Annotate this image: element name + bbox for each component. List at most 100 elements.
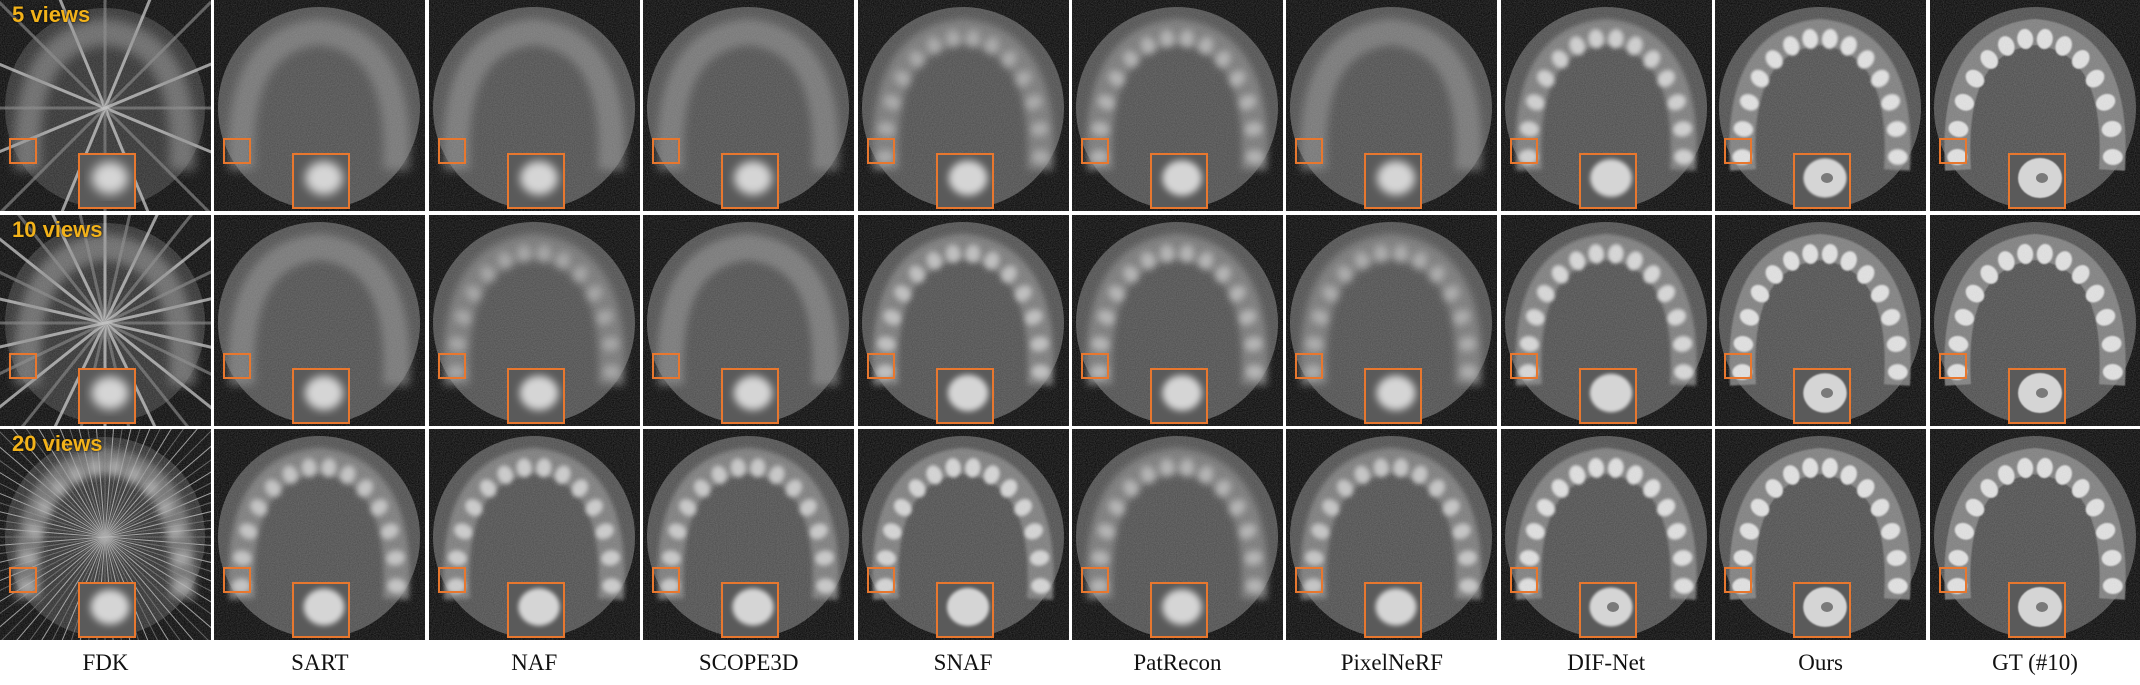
roi-box bbox=[1938, 567, 1967, 593]
zoom-inset bbox=[2007, 153, 2066, 209]
roi-box bbox=[1724, 138, 1753, 164]
ct-slice-render bbox=[1286, 214, 1498, 426]
method-caption: FDK bbox=[82, 649, 129, 675]
ct-slice-image bbox=[857, 429, 1069, 640]
roi-box bbox=[1938, 138, 1967, 164]
ct-slice-render bbox=[1715, 214, 1927, 426]
zoom-inset bbox=[2007, 582, 2066, 638]
ct-slice-image bbox=[643, 0, 855, 211]
zoom-inset bbox=[1793, 367, 1852, 424]
ct-slice-render bbox=[428, 429, 640, 640]
roi-box bbox=[1295, 352, 1324, 379]
roi-box bbox=[9, 138, 37, 164]
roi-box bbox=[1080, 567, 1109, 593]
zoom-inset bbox=[506, 582, 565, 638]
roi-box bbox=[1724, 567, 1753, 593]
zoom-inset bbox=[506, 367, 565, 424]
zoom-inset bbox=[1149, 367, 1208, 424]
zoom-inset bbox=[506, 153, 565, 209]
ct-slice-render bbox=[428, 0, 640, 211]
ct-slice-render bbox=[0, 214, 211, 426]
zoom-inset bbox=[1364, 153, 1423, 209]
ct-slice-image bbox=[1929, 429, 2140, 640]
ct-slice-image bbox=[643, 429, 855, 640]
ct-slice-image bbox=[1715, 214, 1927, 426]
roi-box bbox=[1080, 352, 1109, 379]
row-label: 20 views bbox=[12, 431, 103, 456]
ct-slice-image bbox=[214, 0, 426, 211]
roi-box bbox=[437, 352, 466, 379]
roi-box bbox=[437, 138, 466, 164]
roi-box bbox=[652, 352, 681, 379]
ct-slice-render bbox=[214, 429, 426, 640]
ct-slice-render bbox=[643, 0, 855, 211]
zoom-inset bbox=[1793, 153, 1852, 209]
ct-slice-render bbox=[1715, 429, 1927, 640]
ct-slice-image bbox=[428, 0, 640, 211]
roi-box bbox=[223, 567, 252, 593]
ct-slice-render bbox=[1071, 214, 1283, 426]
zoom-inset bbox=[721, 582, 780, 638]
roi-box bbox=[866, 567, 895, 593]
zoom-inset bbox=[935, 153, 994, 209]
zoom-inset bbox=[1793, 582, 1852, 638]
ct-slice-render bbox=[0, 429, 211, 640]
zoom-inset bbox=[78, 582, 136, 638]
zoom-inset bbox=[1149, 153, 1208, 209]
ct-slice-render bbox=[1286, 429, 1498, 640]
ct-slice-image bbox=[1500, 429, 1712, 640]
roi-box bbox=[1509, 352, 1538, 379]
ct-slice-render bbox=[857, 214, 1069, 426]
method-caption: PixelNeRF bbox=[1340, 649, 1443, 675]
roi-box bbox=[652, 567, 681, 593]
ct-slice-render bbox=[1929, 214, 2140, 426]
zoom-inset bbox=[2007, 367, 2066, 424]
ct-slice-image bbox=[428, 429, 640, 640]
ct-slice-image bbox=[428, 214, 640, 426]
ct-slice-image bbox=[1715, 0, 1927, 211]
method-caption: Ours bbox=[1798, 649, 1843, 675]
roi-box bbox=[1080, 138, 1109, 164]
roi-box bbox=[1938, 352, 1967, 379]
method-caption: PatRecon bbox=[1133, 649, 1222, 675]
zoom-inset bbox=[721, 153, 780, 209]
ct-slice-render bbox=[428, 214, 640, 426]
ct-slice-image bbox=[643, 214, 855, 426]
method-caption: SCOPE3D bbox=[698, 649, 799, 675]
ct-slice-image bbox=[1929, 0, 2140, 211]
zoom-inset bbox=[1578, 582, 1637, 638]
ct-slice-render bbox=[1071, 0, 1283, 211]
zoom-inset bbox=[292, 582, 351, 638]
method-caption: DIF-Net bbox=[1567, 649, 1646, 675]
ct-slice-render bbox=[214, 0, 426, 211]
ct-slice-render bbox=[214, 214, 426, 426]
zoom-inset bbox=[935, 582, 994, 638]
roi-box bbox=[1295, 138, 1324, 164]
row-label: 10 views bbox=[12, 216, 103, 242]
zoom-inset bbox=[935, 367, 994, 424]
ct-slice-render bbox=[857, 429, 1069, 640]
roi-box bbox=[866, 138, 895, 164]
ct-slice-image bbox=[1071, 214, 1283, 426]
ct-slice-render bbox=[857, 0, 1069, 211]
zoom-inset bbox=[292, 367, 351, 424]
roi-box bbox=[1509, 138, 1538, 164]
zoom-inset bbox=[292, 153, 351, 209]
zoom-inset bbox=[78, 367, 136, 424]
ct-slice-render bbox=[1071, 429, 1283, 640]
ct-slice-render bbox=[643, 214, 855, 426]
ct-slice-image: 10 views bbox=[0, 214, 211, 426]
zoom-inset bbox=[1578, 367, 1637, 424]
roi-box bbox=[9, 567, 37, 593]
ct-slice-image bbox=[1286, 429, 1498, 640]
roi-box bbox=[1724, 352, 1753, 379]
method-caption: GT (#10) bbox=[1992, 649, 2078, 675]
ct-slice-image bbox=[857, 0, 1069, 211]
zoom-inset bbox=[78, 153, 136, 209]
method-caption: SART bbox=[291, 649, 349, 675]
ct-slice-image: 20 views bbox=[0, 429, 211, 640]
ct-slice-image bbox=[857, 214, 1069, 426]
